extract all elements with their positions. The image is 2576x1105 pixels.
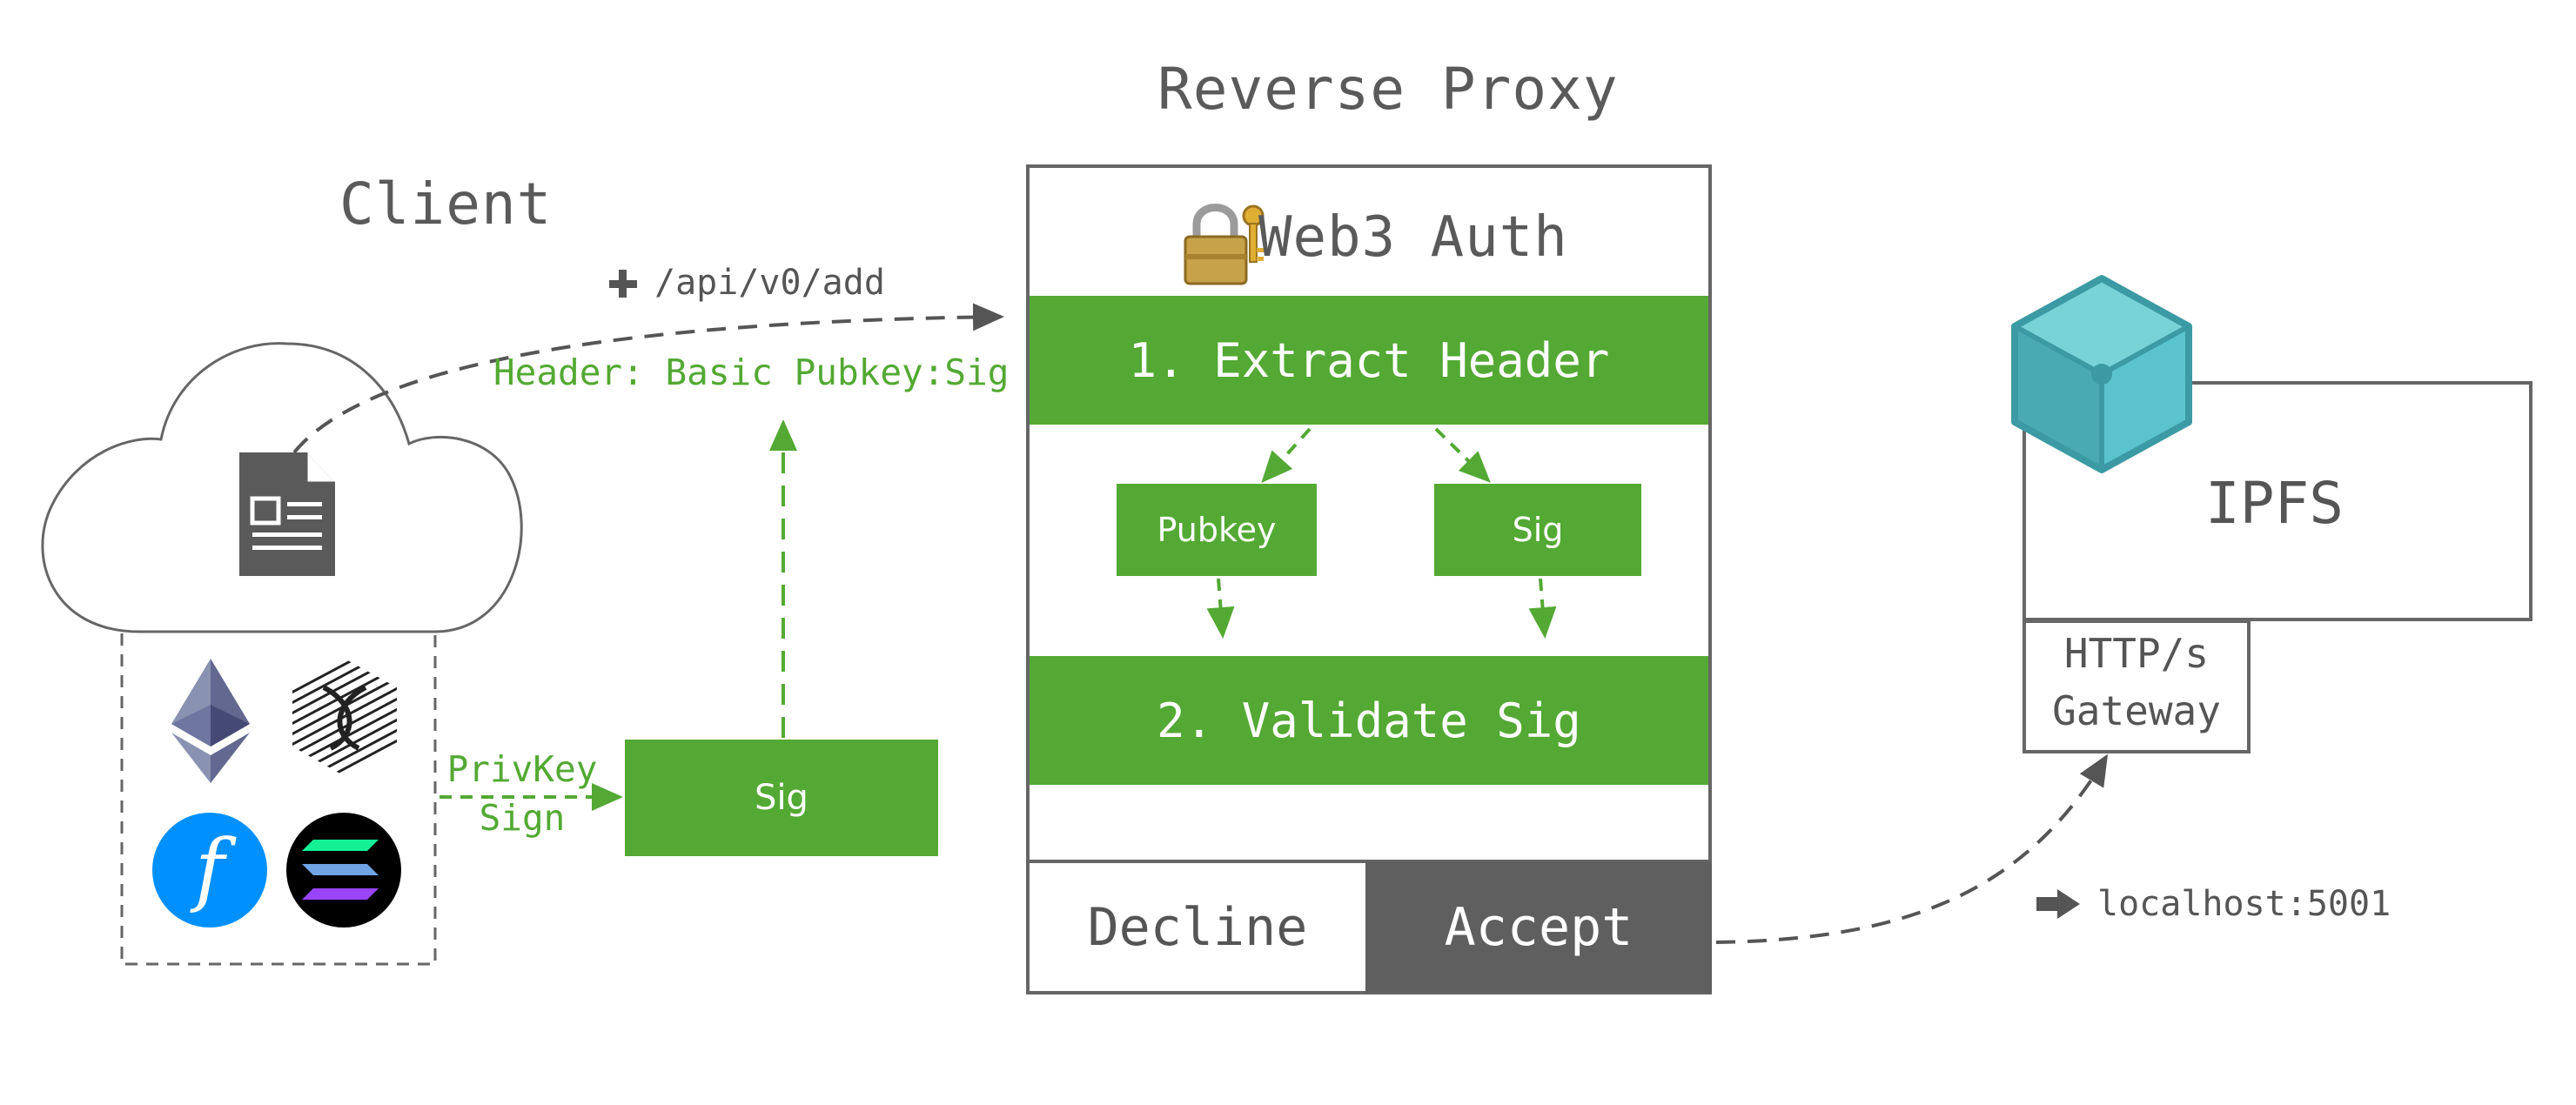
accept-label: Accept xyxy=(1444,896,1633,958)
decline-button[interactable]: Decline xyxy=(1030,863,1365,991)
reverse-proxy-title: Reverse Proxy xyxy=(1157,56,1619,123)
proxy-box xyxy=(1026,164,1712,994)
pubkey-label: Pubkey xyxy=(1157,511,1277,549)
hex-token-icon xyxy=(292,659,397,776)
privkey-sign-label: PrivKey Sign xyxy=(446,745,599,842)
sig-arrow xyxy=(1434,427,1491,483)
pubkey-arrow xyxy=(1261,427,1311,483)
wallet-box xyxy=(120,633,437,966)
pubkey-down-arrow xyxy=(1206,578,1235,639)
ipfs-cube-icon xyxy=(2011,275,2192,473)
pubkey-box: Pubkey xyxy=(1117,484,1317,576)
client-sig-label: Sig xyxy=(755,778,808,818)
endpoint-label: /api/v0/add xyxy=(654,263,885,303)
web3-auth-title: Web3 Auth xyxy=(1258,205,1568,270)
privkey-label: PrivKey xyxy=(446,748,598,790)
ipfs-title: IPFS xyxy=(2205,470,2344,537)
gateway-label: HTTP/s Gateway xyxy=(2026,625,2247,740)
plus-icon xyxy=(609,270,637,298)
gateway-line2: Gateway xyxy=(2052,687,2221,734)
filecoin-icon: f xyxy=(152,813,267,928)
arrow-right-icon xyxy=(2036,889,2080,919)
localhost-address: localhost:5001 xyxy=(2097,884,2392,924)
decline-label: Decline xyxy=(1087,896,1308,958)
ethereum-icon xyxy=(171,659,250,783)
sign-label: Sign xyxy=(479,797,566,839)
sig-label: Sig xyxy=(1512,511,1564,549)
extract-header-step: 1. Extract Header xyxy=(1030,296,1708,425)
sig-box: Sig xyxy=(1434,484,1641,576)
validate-sig-label: 2. Validate Sig xyxy=(1157,693,1581,748)
document-icon xyxy=(239,452,335,576)
header-label: Header: Basic Pubkey:Sig xyxy=(493,352,1010,393)
sig-down-arrow xyxy=(1528,578,1557,639)
client-sig-box: Sig xyxy=(625,740,938,856)
gateway-box xyxy=(2023,619,2251,753)
solana-icon xyxy=(286,813,401,928)
validate-sig-step: 2. Validate Sig xyxy=(1030,656,1708,785)
gateway-line1: HTTP/s xyxy=(2063,630,2210,677)
ipfs-box xyxy=(2023,381,2532,621)
request-arrow xyxy=(292,303,1004,454)
accept-button[interactable]: Accept xyxy=(1365,861,1712,993)
gateway-arrow xyxy=(1715,753,2109,944)
extract-header-label: 1. Extract Header xyxy=(1128,332,1610,388)
padlock-key-icon xyxy=(1184,204,1265,285)
client-title: Client xyxy=(339,171,553,238)
